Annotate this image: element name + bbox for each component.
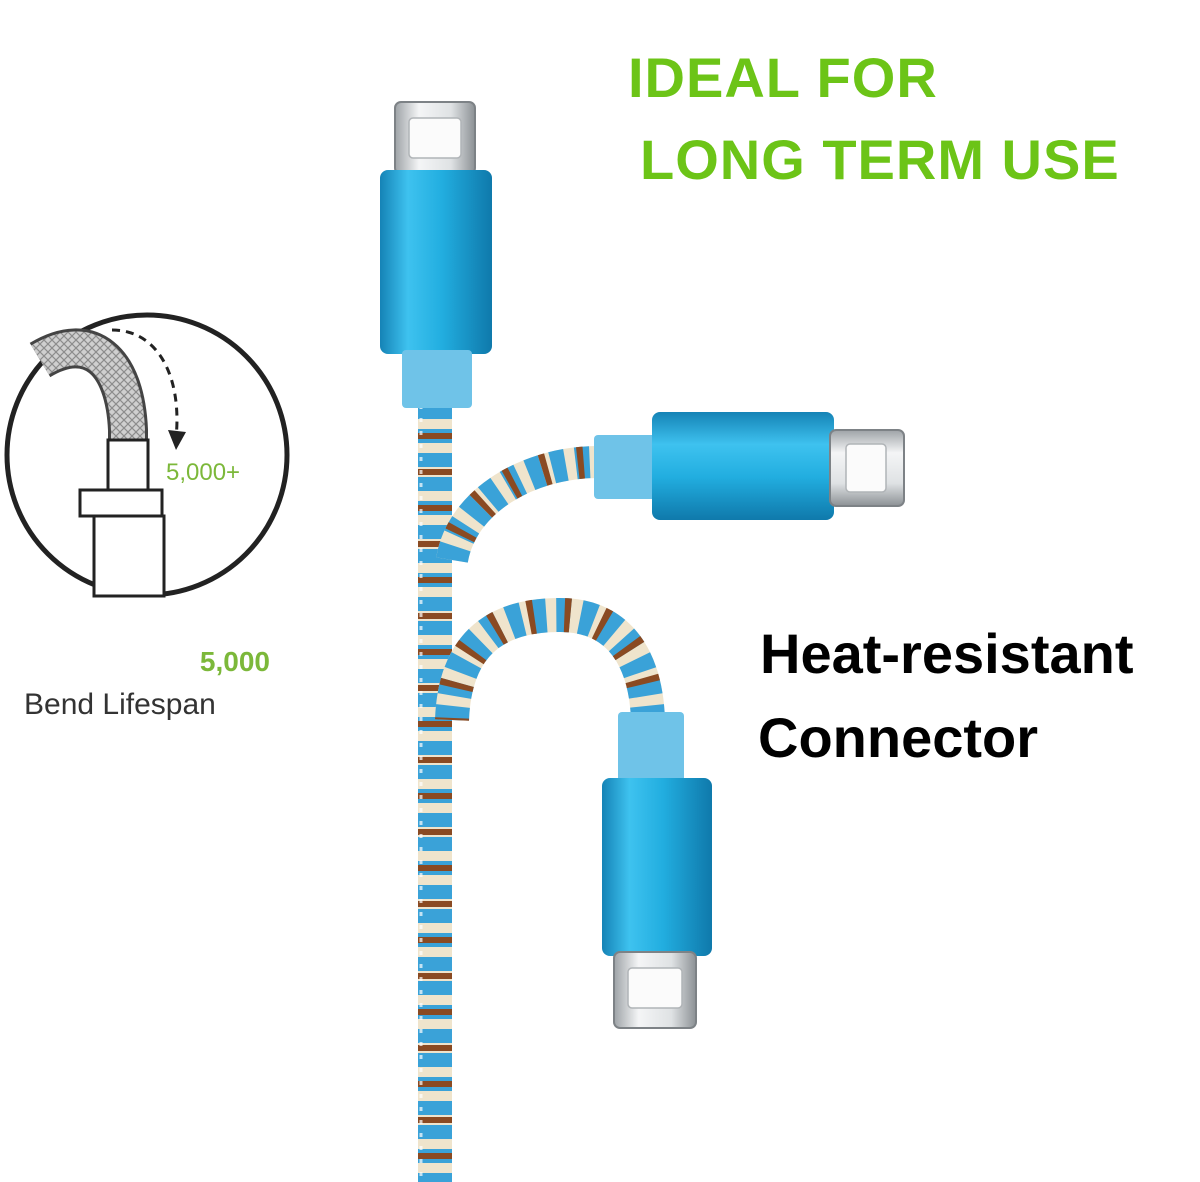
headline-line-2: LONG TERM USE [640, 128, 1120, 191]
feature-line-1: Heat-resistant [760, 622, 1134, 685]
feature-line-2: Connector [758, 706, 1038, 769]
bend-test-diagram-icon [4, 312, 290, 598]
lower-cable [435, 597, 665, 722]
headline-line-1: IDEAL FOR [628, 46, 938, 109]
lifespan-number: 5,000 [199, 646, 270, 677]
lifespan-label: Bend Lifespan [24, 688, 216, 721]
bend-count-label: 5,000+ [166, 459, 241, 486]
usb-c-connector-top [380, 101, 492, 408]
usb-c-connector-lower [602, 712, 712, 1029]
usb-c-connector-middle [594, 412, 905, 520]
middle-cable [436, 446, 599, 564]
main-cable [418, 405, 452, 1182]
